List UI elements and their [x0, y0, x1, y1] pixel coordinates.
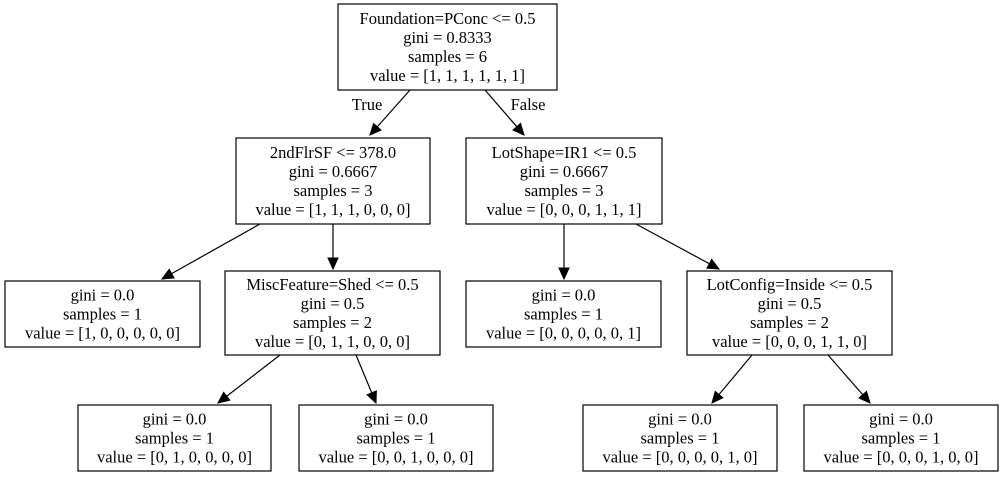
node-value: value = [0, 0, 0, 0, 1, 0]	[602, 448, 757, 467]
node-box	[77, 404, 272, 472]
node-samples: samples = 1	[524, 305, 603, 324]
node-samples: samples = 1	[357, 429, 436, 448]
arrowhead-icon	[369, 122, 382, 136]
node-value: value = [1, 1, 1, 0, 0, 0]	[255, 200, 410, 219]
node-box	[803, 404, 999, 472]
node-split-condition: LotShape=IR1 <= 0.5	[492, 143, 637, 162]
edge-line	[226, 354, 281, 397]
tree-edge-n6-n8	[635, 223, 721, 270]
arrowhead-icon	[858, 390, 871, 404]
arrowhead-icon	[327, 257, 339, 271]
node-samples: samples = 1	[135, 429, 214, 448]
arrowhead-icon	[558, 267, 570, 281]
node-box	[465, 137, 663, 225]
node-value: value = [0, 0, 0, 1, 1, 1]	[486, 200, 641, 219]
node-gini: gini = 0.6667	[520, 162, 609, 181]
node-value: value = [0, 0, 0, 1, 0, 0]	[823, 448, 978, 467]
node-value: value = [0, 1, 0, 0, 0, 0]	[97, 448, 252, 467]
arrowhead-icon	[512, 122, 525, 136]
node-samples: samples = 3	[294, 181, 373, 200]
node-samples: samples = 6	[408, 47, 487, 66]
node-gini: gini = 0.0	[869, 410, 933, 429]
node-samples: samples = 1	[63, 305, 142, 324]
node-gini: gini = 0.0	[71, 286, 135, 305]
tree-edge-n1-n2	[160, 223, 261, 280]
arrowhead-icon	[711, 390, 724, 404]
tree-edge-n0-n1: True	[352, 89, 411, 136]
node-box	[4, 280, 201, 348]
edge-line	[635, 223, 710, 265]
tree-edge-n8-n10	[827, 354, 871, 404]
node-samples: samples = 1	[862, 429, 941, 448]
edge-label-false: False	[511, 95, 546, 114]
node-value: value = [1, 1, 1, 1, 1, 1]	[370, 66, 525, 85]
arrowhead-icon	[160, 268, 175, 280]
node-box	[235, 137, 431, 225]
node-split-condition: 2ndFlrSF <= 378.0	[270, 143, 396, 162]
arrowhead-icon	[217, 391, 231, 404]
arrowhead-icon	[366, 390, 377, 405]
arrowhead-icon	[706, 258, 721, 270]
node-split-condition: Foundation=PConc <= 0.5	[360, 9, 536, 28]
edge-line	[376, 89, 411, 128]
tree-edge-n8-n9	[711, 354, 753, 404]
node-split-condition: MiscFeature=Shed <= 0.5	[246, 275, 418, 294]
node-gini: gini = 0.0	[364, 410, 428, 429]
node-samples: samples = 1	[641, 429, 720, 448]
node-box	[686, 270, 893, 356]
edge-label-true: True	[352, 95, 383, 114]
node-value: value = [0, 0, 1, 0, 0, 0]	[318, 448, 473, 467]
node-gini: gini = 0.6667	[289, 162, 378, 181]
edge-line	[827, 354, 864, 396]
node-value: value = [1, 0, 0, 0, 0, 0]	[25, 324, 180, 343]
node-box	[224, 270, 441, 356]
tree-edge-n3-n5	[355, 354, 377, 405]
tree-edge-n6-n7	[558, 224, 570, 281]
node-value: value = [0, 1, 1, 0, 0, 0]	[255, 332, 410, 351]
node-samples: samples = 2	[750, 313, 829, 332]
node-samples: samples = 2	[293, 313, 372, 332]
edge-line	[171, 223, 261, 275]
node-box	[465, 280, 662, 348]
node-gini: gini = 0.5	[301, 294, 365, 313]
node-gini: gini = 0.8333	[403, 28, 492, 47]
node-gini: gini = 0.0	[648, 410, 712, 429]
node-box	[337, 3, 558, 91]
node-split-condition: LotConfig=Inside <= 0.5	[707, 275, 873, 294]
node-value: value = [0, 0, 0, 1, 1, 0]	[712, 332, 867, 351]
node-box	[582, 404, 778, 472]
node-value: value = [0, 0, 0, 0, 0, 1]	[486, 324, 641, 343]
tree-edge-n1-n3	[327, 224, 339, 271]
edge-line	[355, 354, 373, 394]
node-gini: gini = 0.0	[532, 286, 596, 305]
tree-edges: True False	[160, 89, 871, 405]
edge-line	[484, 89, 518, 128]
node-gini: gini = 0.5	[758, 294, 822, 313]
tree-edge-n0-n6: False	[484, 89, 546, 136]
node-gini: gini = 0.0	[143, 410, 207, 429]
edge-line	[718, 354, 753, 395]
tree-edge-n3-n4	[217, 354, 281, 404]
node-samples: samples = 3	[525, 181, 604, 200]
node-box	[298, 404, 494, 472]
